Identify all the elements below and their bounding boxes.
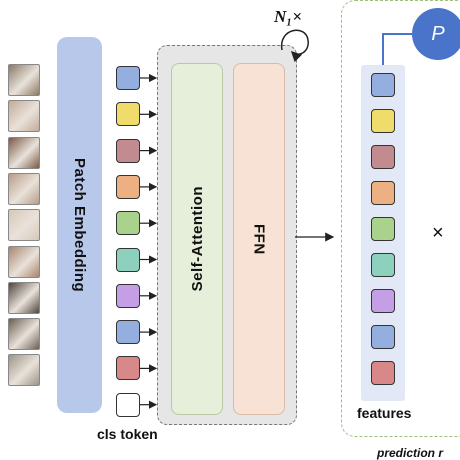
times-symbol: × (432, 222, 444, 244)
image-patch (8, 354, 40, 387)
cls-token (116, 392, 140, 417)
self-attention-block: Self-Attention (171, 63, 223, 415)
embedded-token (116, 138, 140, 163)
image-patch (8, 172, 40, 205)
feature-token (371, 145, 395, 169)
p-symbol: P (431, 22, 445, 45)
feature-token (371, 325, 395, 349)
feature-token (371, 217, 395, 241)
features-label: features (357, 405, 412, 421)
p-connector-line (382, 33, 414, 70)
feature-token (371, 109, 395, 133)
repeat-label: N₁× (274, 7, 302, 26)
ffn-label: FFN (250, 223, 268, 255)
feature-token (371, 181, 395, 205)
embedded-token (116, 247, 140, 272)
patch-embedding-label: Patch Embedding (71, 157, 88, 293)
cls-token-label: cls token (97, 426, 158, 442)
image-patch (8, 209, 40, 242)
embedded-token (116, 320, 140, 345)
prediction-label: prediction r (377, 446, 444, 460)
image-patch (8, 64, 40, 96)
p-circle-icon: P (412, 8, 460, 60)
image-patch (8, 245, 40, 278)
repeat-loop-arrow (281, 29, 309, 63)
embedded-token (116, 356, 140, 381)
image-patch (8, 136, 40, 169)
feature-token (371, 289, 395, 313)
image-patch (8, 281, 40, 314)
embedded-token (116, 211, 140, 236)
embedded-token (116, 283, 140, 308)
embedded-token (116, 174, 140, 199)
embedded-token (116, 66, 140, 90)
prediction-head-box (341, 0, 460, 437)
ffn-block: FFN (233, 63, 285, 415)
feature-token (371, 253, 395, 277)
feature-token (371, 361, 395, 385)
feature-token (371, 73, 395, 97)
image-patch (8, 318, 40, 351)
image-patch (8, 100, 40, 133)
patch-embedding-block: Patch Embedding (57, 37, 102, 413)
embedded-token (116, 102, 140, 127)
